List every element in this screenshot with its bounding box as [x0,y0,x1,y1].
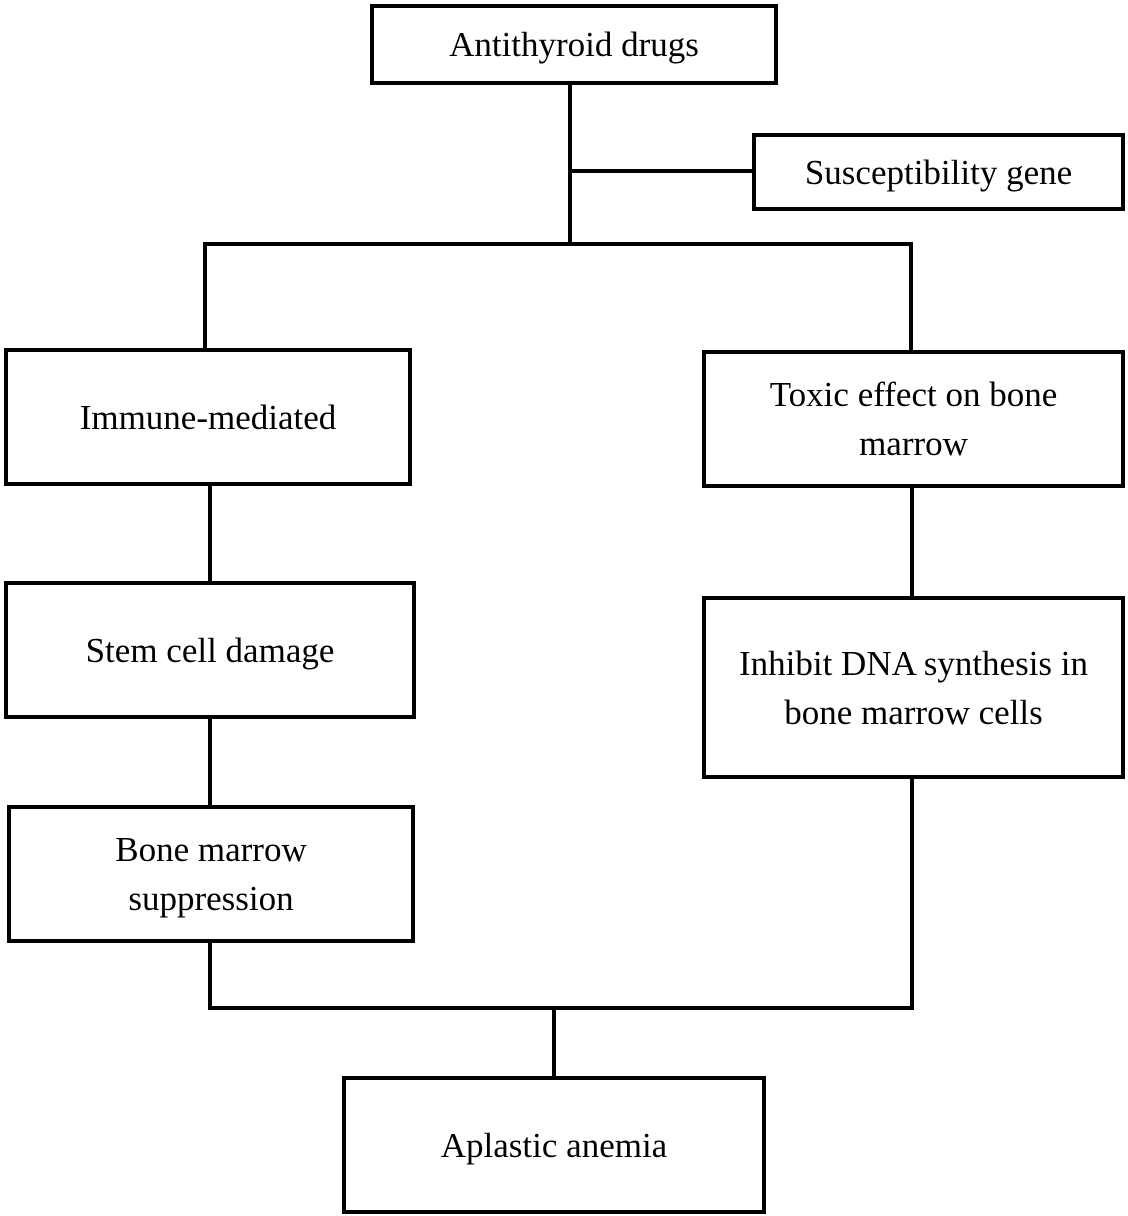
connector-merge-to-anemia [552,1008,556,1078]
connector-suppression-down [208,941,212,1010]
connector-toxic-to-dna [910,487,914,598]
connector-merge-horizontal [208,1006,914,1010]
node-antithyroid-drugs-label: Antithyroid drugs [449,25,699,64]
connector-split-horizontal [203,242,913,246]
connector-immune-to-stem [208,485,212,583]
node-bone-marrow-suppression: Bone marrow suppression [7,805,415,943]
connector-drugs-to-split [568,84,572,246]
node-antithyroid-drugs: Antithyroid drugs [370,4,778,85]
node-aplastic-anemia-label: Aplastic anemia [440,1125,668,1165]
node-susceptibility-gene-label: Susceptibility gene [804,152,1073,192]
connector-split-to-immune [203,242,207,350]
node-toxic-effect: Toxic effect on bone marrow [702,350,1125,488]
node-aplastic-anemia: Aplastic anemia [342,1076,766,1214]
connector-stem-to-suppression [208,718,212,807]
node-bone-marrow-suppression-label: Bone marrow suppression [115,830,307,918]
node-inhibit-dna-synthesis-label: Inhibit DNA synthesis in bone marrow cel… [738,643,1089,732]
node-immune-mediated: Immune-mediated [4,348,412,486]
connector-dna-down [910,778,914,1010]
node-inhibit-dna-synthesis: Inhibit DNA synthesis in bone marrow cel… [702,596,1125,779]
connector-split-to-toxic [909,242,913,352]
connector-gene-branch [570,169,754,173]
node-susceptibility-gene: Susceptibility gene [752,133,1125,211]
node-stem-cell-damage-label: Stem cell damage [85,630,335,670]
node-toxic-effect-label: Toxic effect on bone marrow [769,375,1058,463]
node-stem-cell-damage: Stem cell damage [4,581,416,719]
node-immune-mediated-label: Immune-mediated [79,397,337,437]
